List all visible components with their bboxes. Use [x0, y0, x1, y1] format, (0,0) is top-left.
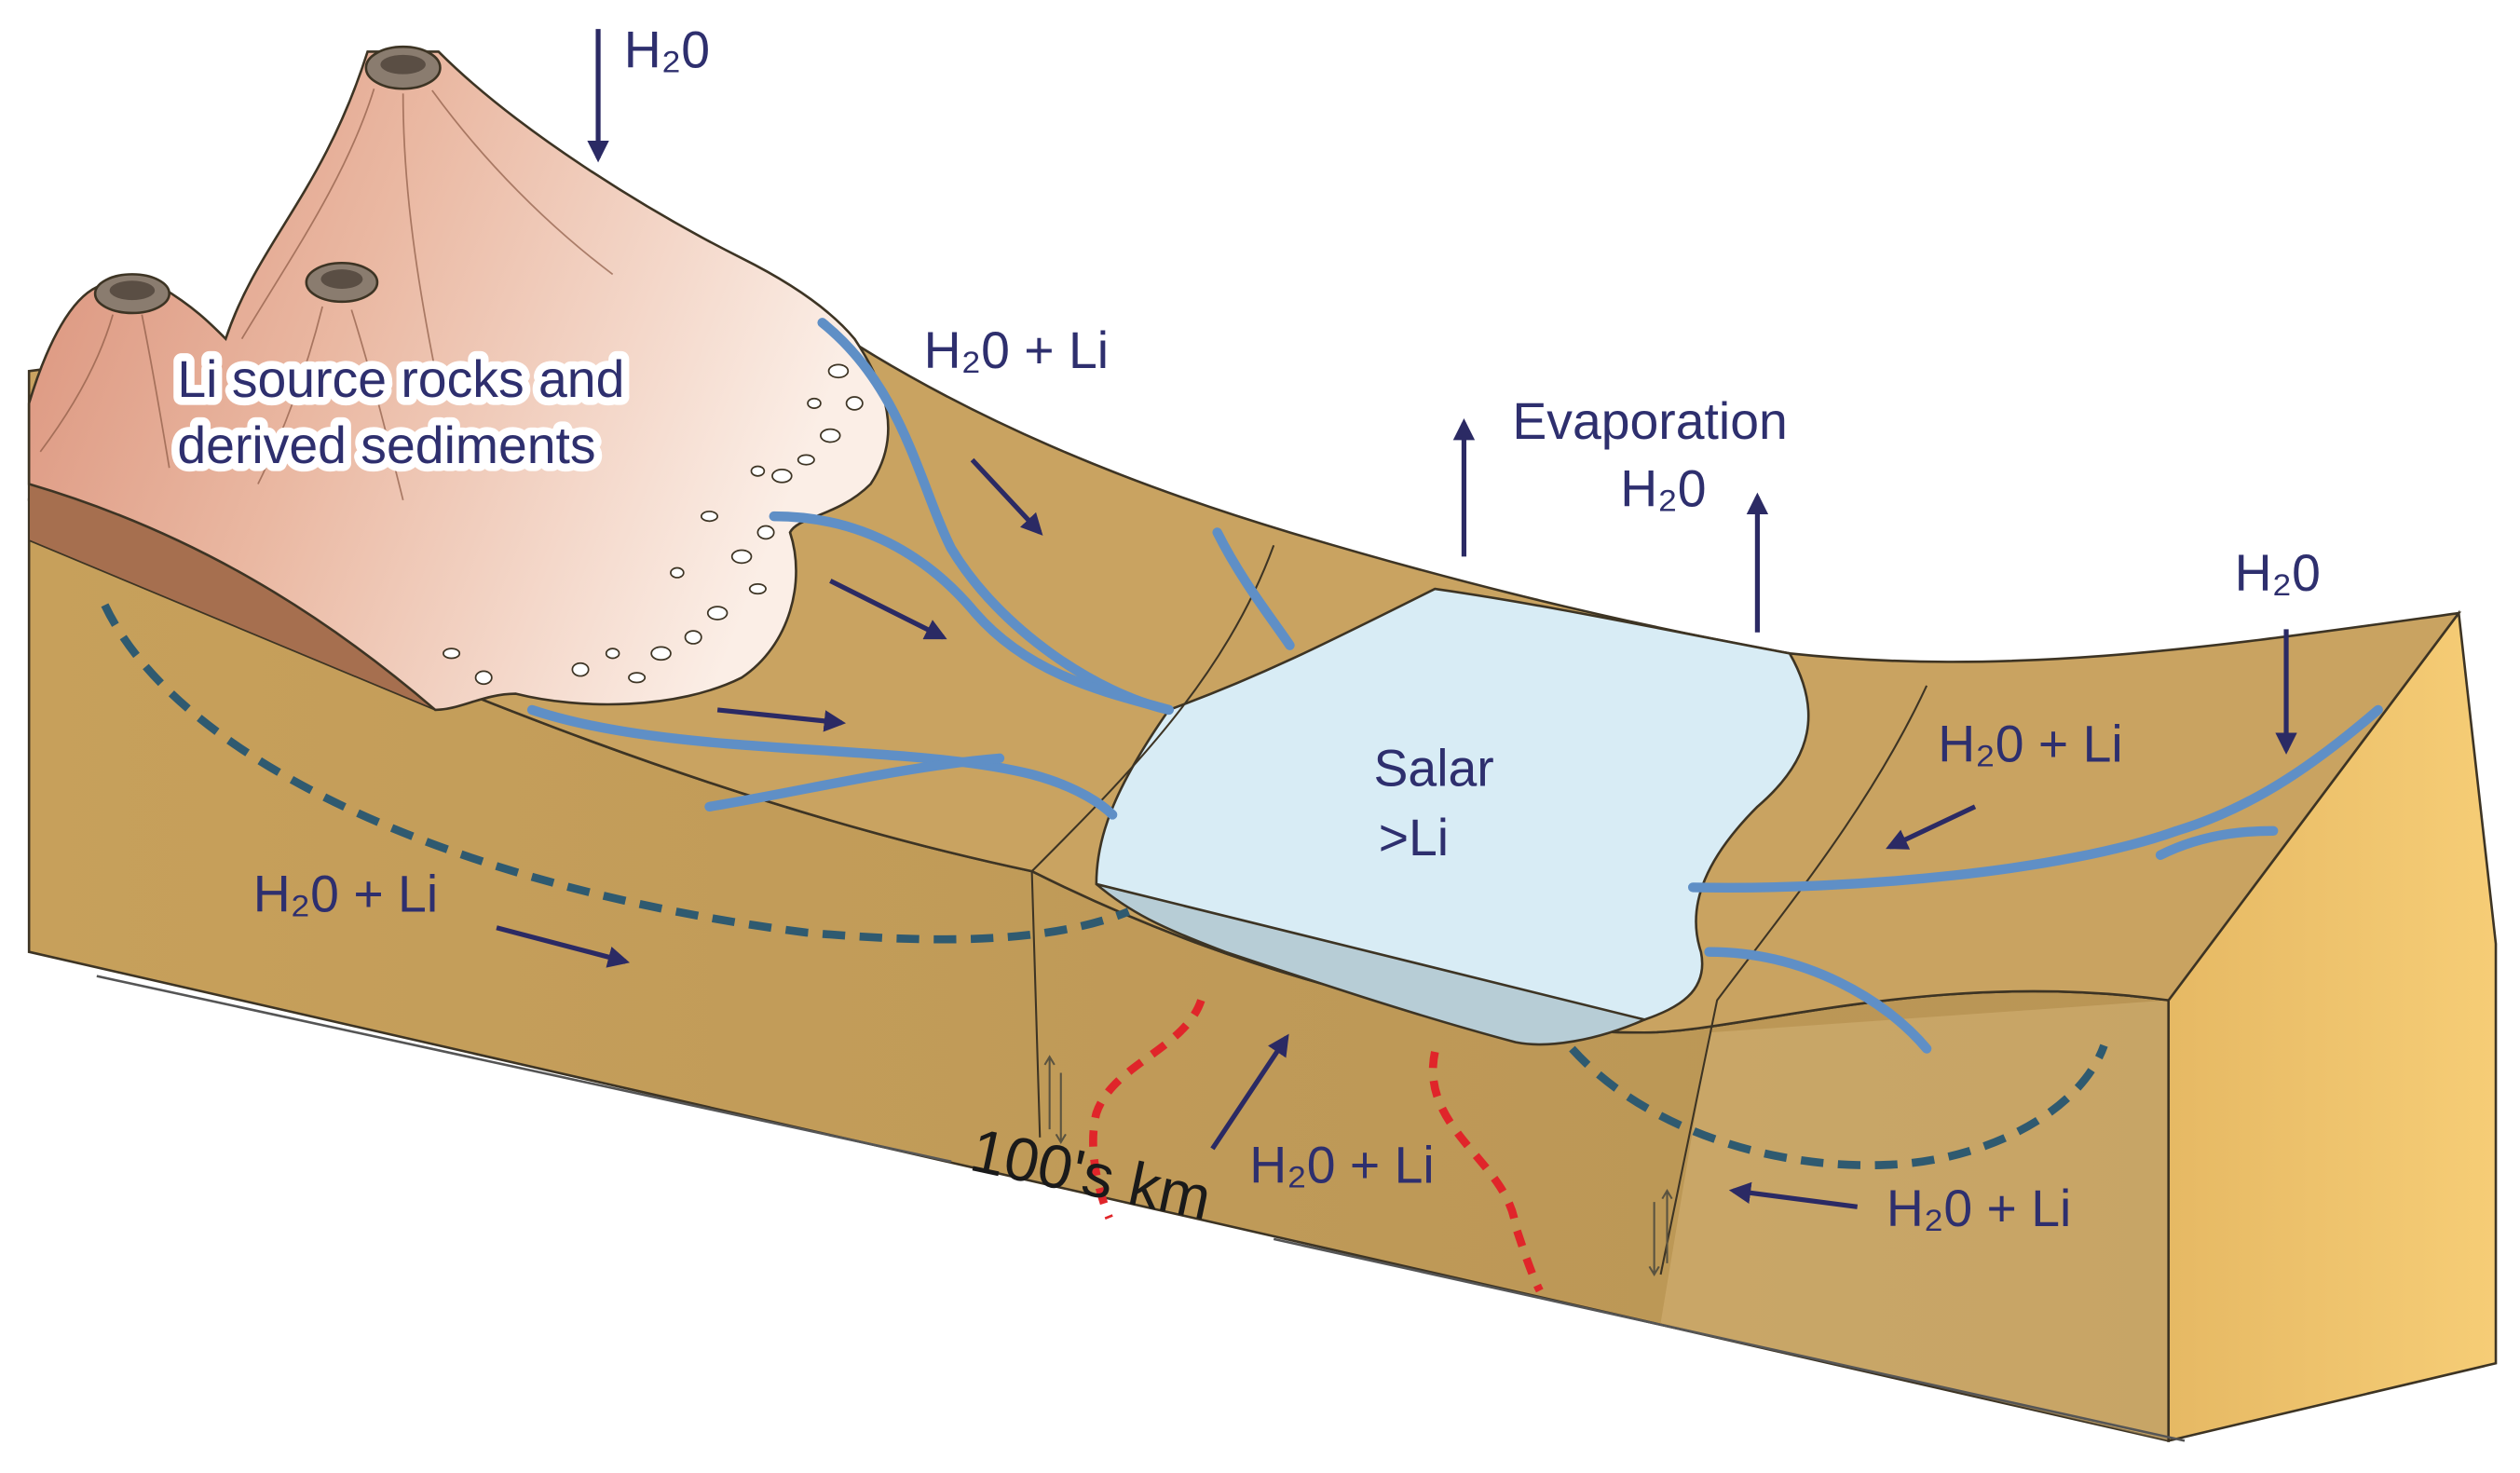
label-source-rocks-line1: Li source rocks and [177, 350, 624, 408]
left-arrow-icon [1728, 1181, 1859, 1209]
hydrothermal-paths [1089, 999, 1544, 1293]
label-runoff-right: H₂0 + Li [1938, 715, 2122, 772]
sediment-pebbles [443, 363, 864, 686]
block-front-lower-band [1660, 1000, 2169, 1441]
left-arrow-icon [1886, 804, 1977, 850]
volcanic-source-rocks [27, 45, 890, 712]
label-groundwater-left: H₂0 + Li [253, 865, 438, 922]
label-source-rocks-line2: derived sediments [177, 416, 595, 474]
label-rain-top: H₂0 [624, 21, 710, 79]
salar-cross-section [1095, 882, 1649, 1046]
label-salar-li: >Li [1379, 809, 1449, 866]
label-runoff-top: H₂0 + Li [924, 321, 1109, 379]
right-arrow-icon [716, 707, 847, 732]
fault-lines [1030, 544, 1928, 1275]
right-arrow-icon [829, 579, 947, 640]
flow-arrows [496, 29, 2297, 1209]
rivers [526, 318, 2383, 1054]
right-arrow-icon [970, 457, 1043, 536]
label-groundwater-right: H₂0 + Li [1887, 1180, 2071, 1237]
label-evaporation: Evaporation [1512, 392, 1787, 450]
label-rain-right: H₂0 [2235, 544, 2321, 602]
right-arrow-icon [496, 925, 631, 968]
scale-bar [96, 975, 2186, 1442]
label-evaporation-h2o: H₂0 [1620, 460, 1706, 518]
groundwater-paths [101, 603, 2108, 1169]
fault-arrows-icon [1043, 1055, 1673, 1277]
label-groundwater-center: H₂0 + Li [1249, 1136, 1434, 1193]
label-salar: Salar [1374, 739, 1494, 797]
up-arrow-icon [1210, 1033, 1289, 1151]
